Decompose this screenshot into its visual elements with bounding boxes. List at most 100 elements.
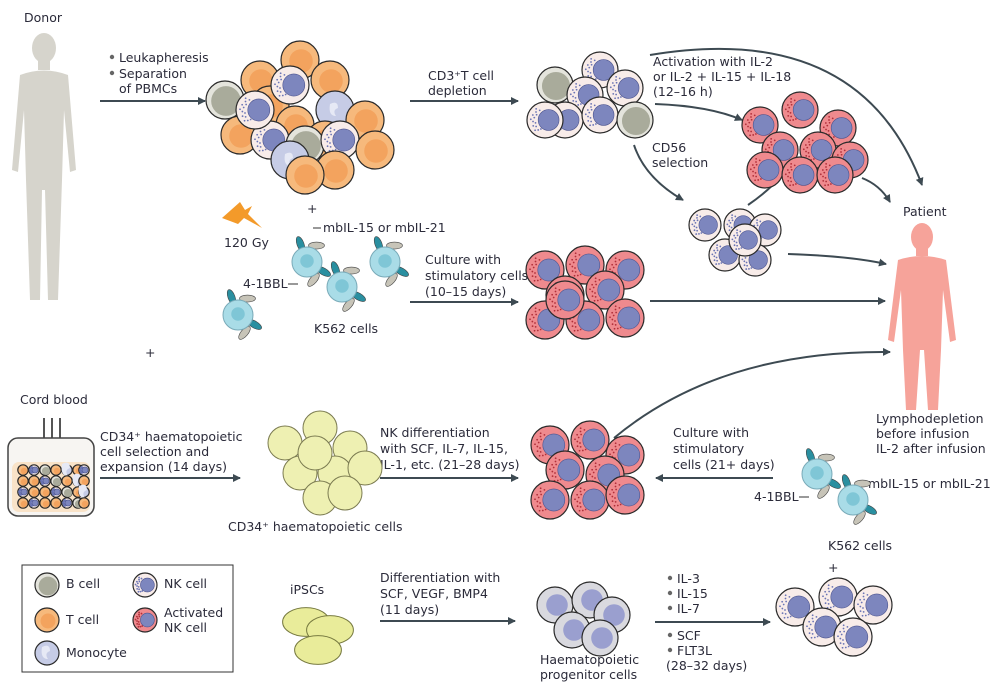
41bbl-ligand [853, 511, 866, 525]
bullet-text: SCF [677, 628, 701, 643]
t-cell [310, 60, 350, 100]
bullet-icon [667, 632, 673, 638]
cord-blood-label: Cord blood [20, 392, 88, 407]
cd34-text-1: CD34⁺ haematopoietic [100, 429, 243, 444]
nk-cell [39, 475, 51, 487]
nk-cell [853, 585, 893, 625]
k562-cell [837, 474, 877, 525]
nk-cell [581, 96, 619, 134]
k562-cell [291, 236, 331, 287]
act-cell [132, 607, 158, 633]
k562b-ligand2-label: 4-1BBL [754, 489, 799, 504]
activation-text-1: Activation with IL-2 [653, 54, 773, 69]
legend-label-nk-cell: NK cell [164, 576, 207, 591]
t-cell [17, 464, 29, 476]
bullet-icon [109, 54, 115, 60]
activation-text-3: (12–16 h) [653, 84, 713, 99]
k562-ligand2-label: 4-1BBL [243, 276, 288, 291]
k562-ligand1-label: mbIL-15 or mbIL-21 [323, 220, 446, 235]
bullet-icon [667, 647, 673, 653]
prog-cell [581, 619, 619, 657]
bullet-icon [667, 575, 673, 581]
cd3-text-1: CD3⁺T cell [428, 68, 494, 83]
k562-cell [326, 261, 366, 312]
ipsc-cell [294, 635, 342, 665]
mono-cell [34, 640, 60, 666]
duration-text: (28–32 days) [666, 658, 747, 673]
cd34-cells-label: CD34⁺ haematopoietic cells [228, 519, 402, 534]
cd34-text-3: expansion (14 days) [100, 459, 227, 474]
nkdiff-text-1: NK differentiation [380, 425, 490, 440]
t-cell [34, 607, 60, 633]
pbmc-step-text: Leukapheresis Separation of PBMCs [109, 50, 209, 96]
bullet-text: IL-7 [677, 601, 700, 616]
nk-cell [235, 90, 275, 130]
arrow-activation [654, 103, 743, 121]
cd34-cell [347, 450, 383, 486]
nk-cell [526, 101, 564, 139]
donor-label: Donor [24, 10, 63, 25]
nk-cell [132, 572, 158, 598]
plus-sign: + [828, 560, 838, 575]
41bbl-ligand [307, 273, 320, 287]
t-cell [285, 155, 325, 195]
nk-cell [28, 464, 40, 476]
bullet-icon [667, 590, 673, 596]
cd3-text-2: depletion [428, 83, 487, 98]
k562-cell [222, 289, 262, 340]
nk-cell [833, 617, 873, 657]
legend-label-activated-2: NK cell [164, 620, 207, 635]
t-cell [17, 497, 29, 509]
bullet-icon [109, 70, 115, 76]
culture2-text-1: Culture with [673, 425, 749, 440]
nk-cell [28, 497, 40, 509]
legend-label-b-cell: B cell [66, 576, 100, 591]
nk-cell [270, 65, 310, 105]
41bbl-ligand [343, 266, 360, 275]
act-cell [530, 480, 570, 520]
act-cell [741, 106, 779, 144]
k562b-label: K562 cells [828, 538, 892, 553]
bullet-text-cont: of PBMCs [119, 81, 177, 96]
act-cell [746, 151, 784, 189]
41bbl-ligand [342, 298, 355, 312]
41bbl-ligand [239, 294, 256, 303]
nk-cell [61, 497, 73, 509]
act-cell [781, 91, 819, 129]
t-cell [28, 486, 40, 498]
legend-label-t-cell: T cell [65, 612, 99, 627]
ipsc-label: iPSCs [290, 582, 324, 597]
t-cell [78, 475, 90, 487]
nk-cell [78, 464, 90, 476]
bullet-text: Separation [119, 66, 187, 81]
act-cell [570, 480, 610, 520]
patient-label: Patient [903, 204, 947, 219]
k562-cell [801, 448, 841, 499]
nk-cell [50, 486, 62, 498]
mono-cell [61, 462, 73, 476]
act-cell [585, 270, 625, 310]
b-cell [39, 464, 51, 476]
cd56-text-1: CD56 [652, 140, 686, 155]
b-cell [616, 101, 654, 139]
b-cell [536, 66, 574, 104]
cd34-cell [327, 475, 363, 511]
patient-silhouette-icon [888, 223, 956, 410]
cd56-text-2: selection [652, 155, 708, 170]
final-step-text: IL-3 IL-15 IL-7 SCF FLT3L (28–32 days) [666, 571, 747, 673]
ipsc-diff-text-3: (11 days) [380, 602, 439, 617]
k562b-ligand1-label: mbIL-15 or mbIL-21 [868, 476, 991, 491]
41bbl-ligand [385, 273, 398, 287]
t-cell [39, 497, 51, 509]
patient-note-2: before infusion [876, 426, 969, 441]
ipsc-diff-text-1: Differentiation with [380, 570, 500, 585]
act-cell [605, 475, 645, 515]
nk-cell [818, 577, 858, 617]
t-cell [78, 497, 90, 509]
41bbl-ligand [817, 485, 830, 499]
nk-cell [17, 486, 29, 498]
bullet-text: FLT3L [677, 643, 712, 658]
legend-label-monocyte: Monocyte [66, 645, 127, 660]
41bbl-ligand [386, 241, 403, 250]
